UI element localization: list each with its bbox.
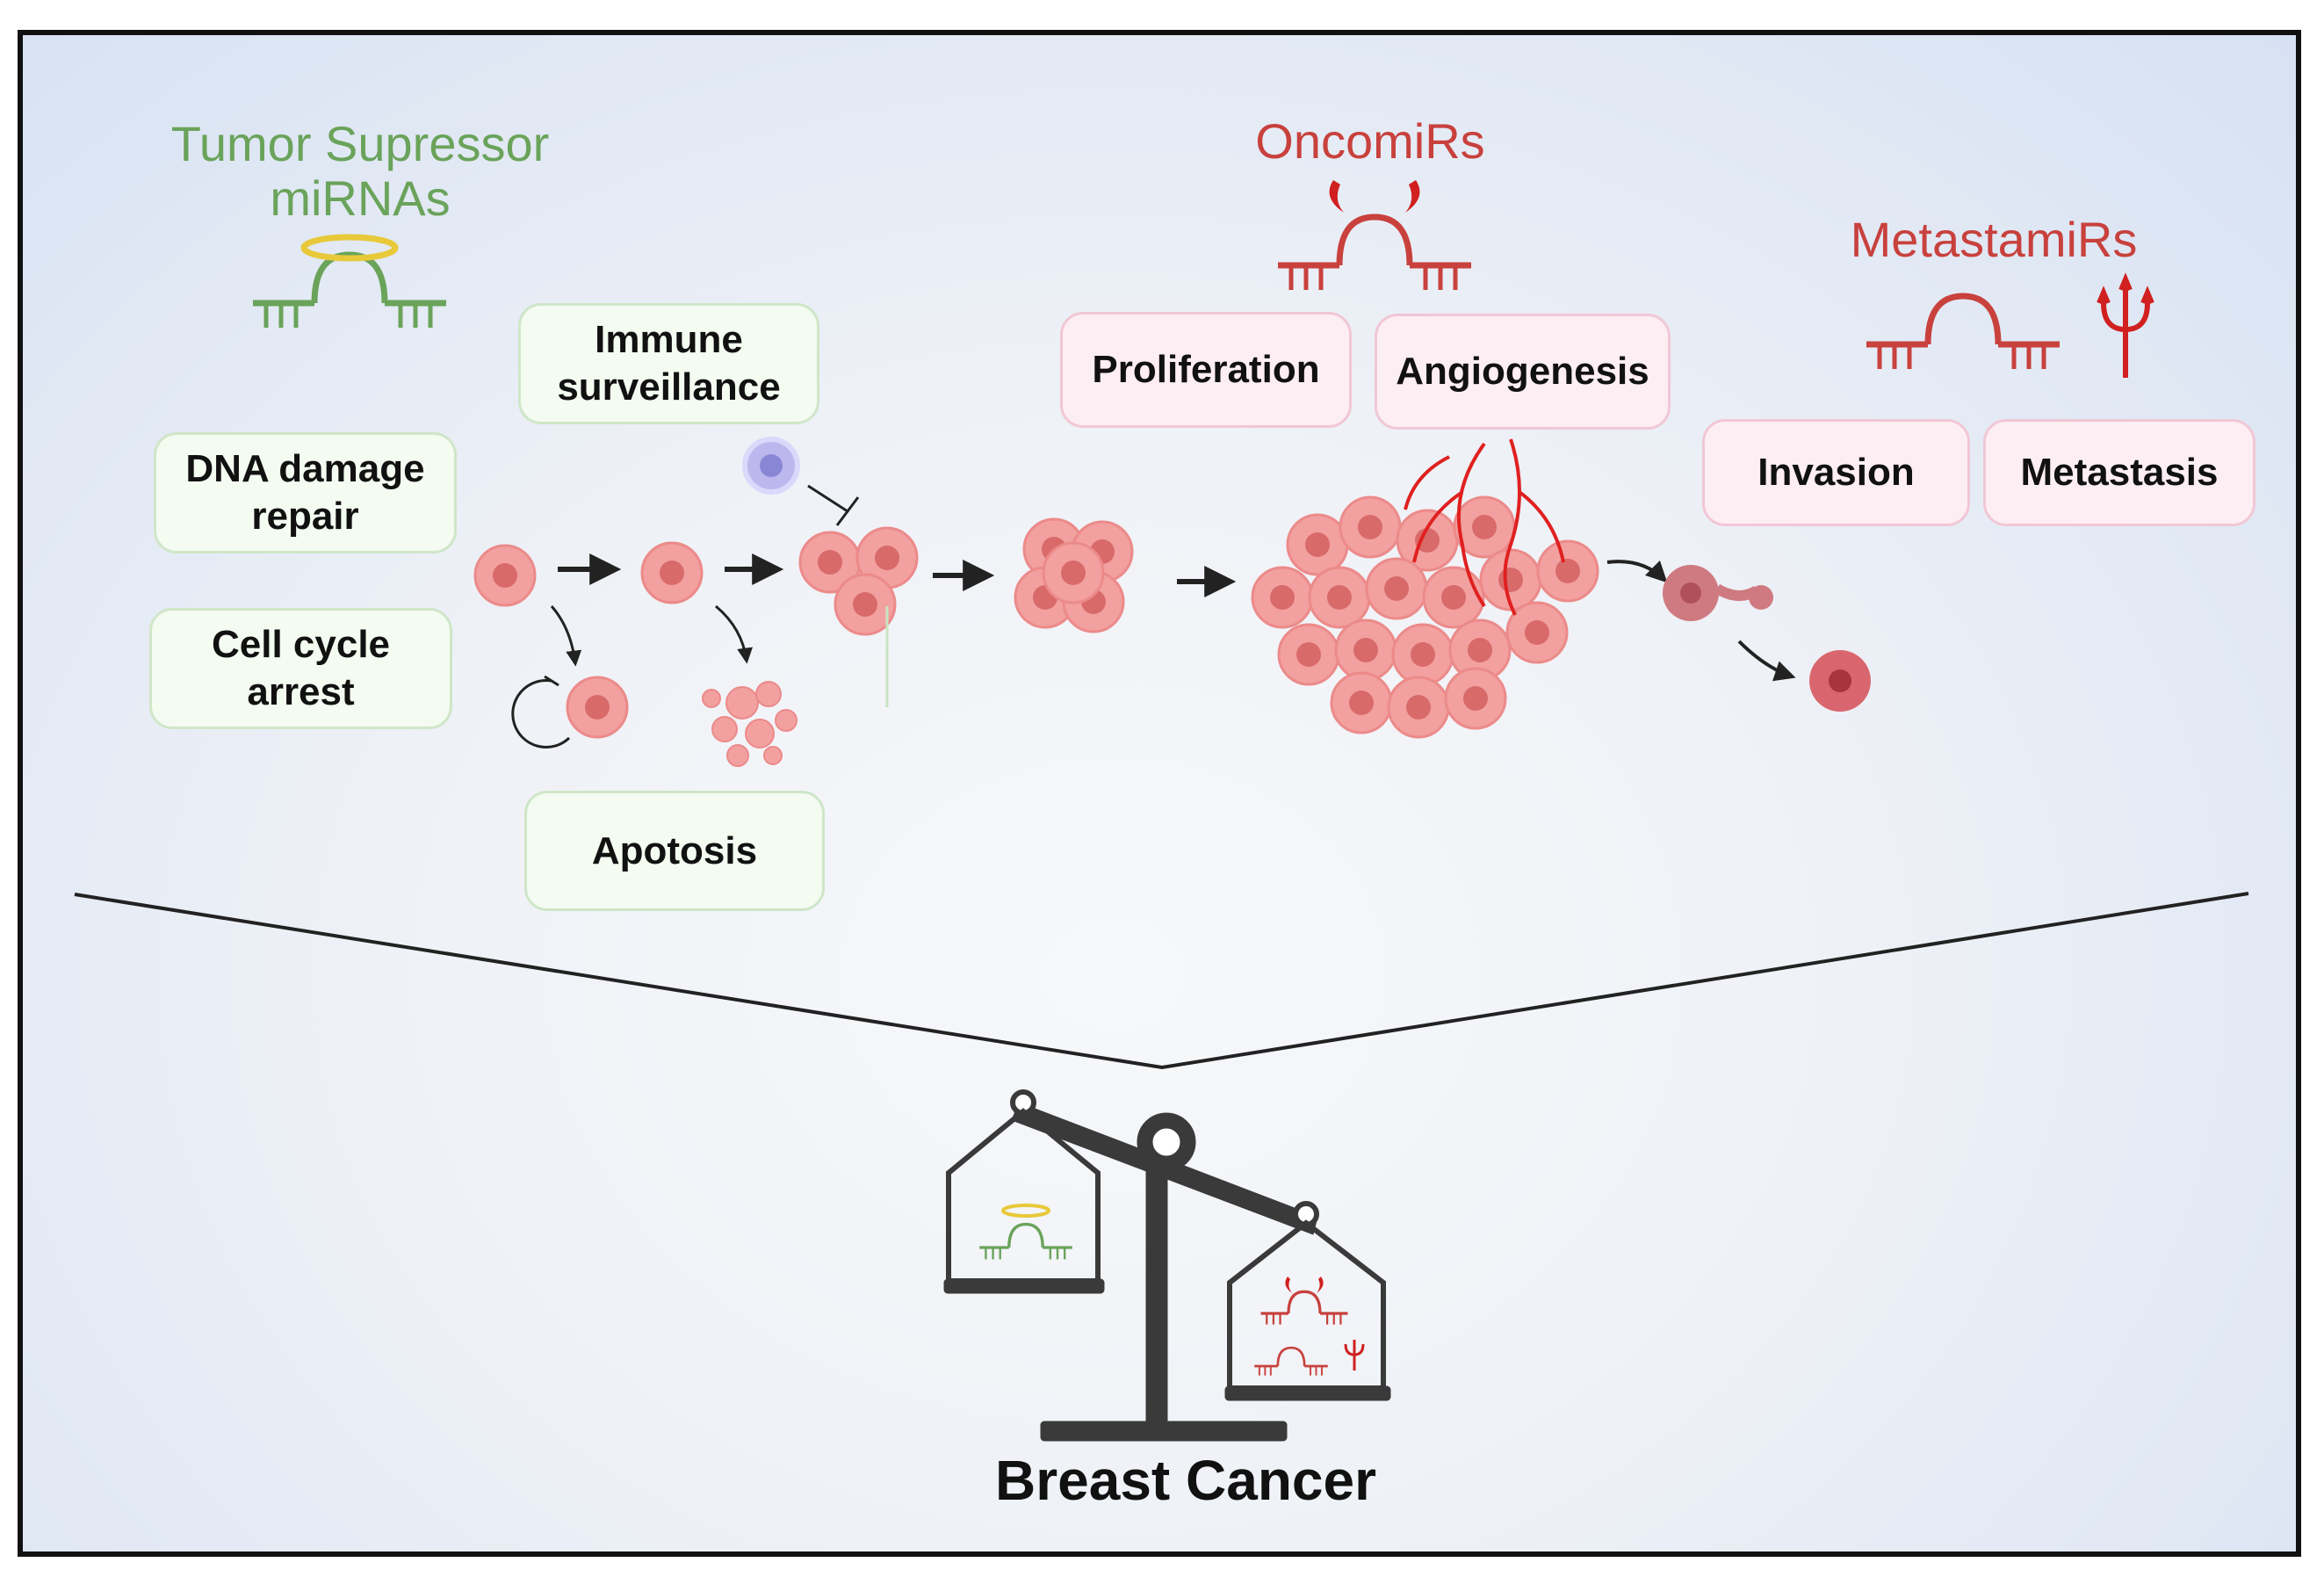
medium-tumor	[1014, 517, 1134, 633]
angiogenesis-label: Angiogenesis	[1375, 314, 1671, 430]
inhibition-line	[807, 484, 860, 526]
cycle-arrest-icon	[511, 675, 571, 749]
normal-cell	[473, 544, 537, 607]
apoptosis-label: Apotosis	[524, 791, 825, 911]
trident-icon	[2097, 272, 2154, 378]
devil-horns-icon	[1329, 180, 1420, 213]
arrested-cell	[566, 676, 629, 739]
immune-surveillance-label: Immune surveillance	[518, 303, 819, 424]
dna-damage-repair-label: DNA damage repair	[154, 432, 457, 553]
mutated-cell	[640, 541, 704, 604]
balance-divider	[74, 892, 2249, 1070]
cell-progression	[473, 438, 1871, 739]
metastamirs-heading: MetastamiRs	[1850, 212, 2138, 267]
oncomir-icon	[1278, 180, 1471, 290]
invading-cell	[1663, 565, 1773, 621]
tumor-suppressor-mirna-icon	[253, 234, 446, 328]
small-cell-cluster	[798, 526, 919, 636]
breast-cancer-title: Breast Cancer	[995, 1449, 1376, 1512]
invasion-label: Invasion	[1702, 419, 1970, 526]
halo-icon	[300, 234, 399, 262]
balance-scale-icon	[943, 1089, 1391, 1442]
scale-right-mirnas	[1252, 1277, 1365, 1377]
blood-vessels	[1404, 438, 1565, 616]
metastasis-label: Metastasis	[1983, 419, 2255, 526]
metastamir-icon	[1866, 272, 2154, 378]
scale-left-mirna	[978, 1204, 1074, 1262]
tumor-suppressor-heading: Tumor Supressor miRNAs	[170, 116, 550, 226]
proliferation-label: Proliferation	[1060, 312, 1352, 428]
cell-cycle-arrest-label: Cell cycle arrest	[149, 608, 452, 729]
oncomirs-heading: OncomiRs	[1255, 113, 1485, 169]
apoptotic-cell	[702, 681, 798, 767]
metastatic-cell	[1809, 650, 1871, 712]
immune-cell	[742, 437, 800, 495]
